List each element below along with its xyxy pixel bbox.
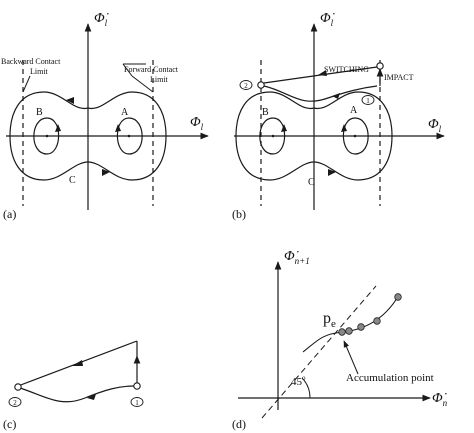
panel-a: Backward Contact Limit Forward Contact L… [1, 11, 209, 221]
panel-b-tag: (b) [232, 207, 246, 221]
panel-b-impact-label: IMPACT [384, 73, 414, 82]
panel-d-angle-label: 45o [291, 374, 306, 388]
panel-b-switching-label: SWITCHING [324, 65, 369, 74]
panel-a-forward-pointer-top [122, 63, 133, 77]
panel-a-label-c: C [69, 175, 76, 186]
panel-c-tag: (c) [3, 417, 16, 431]
panel-b-marker-1 [361, 95, 375, 105]
panel-c-trajectory [19, 385, 135, 403]
panel-b-marker-2-text: 2 [244, 82, 248, 90]
panel-d-point-accumulation [338, 328, 346, 336]
panel-c-trajectory-arrow [87, 394, 96, 400]
panel-a-forward-label-2: Limit [150, 75, 169, 84]
panel-d-pe-label: pe [323, 310, 336, 330]
panel-c-switch-point [14, 383, 22, 391]
panel-d-point-3 [357, 323, 365, 331]
panel-d-return-curve [302, 295, 399, 353]
panel-a-forward-pointer [131, 75, 154, 93]
panel-c-marker-2 [8, 397, 22, 407]
panel-b-switching-arrow [318, 70, 327, 76]
panel-c-marker-1-text: 1 [135, 399, 139, 407]
panel-c-marker-1 [130, 397, 144, 407]
panel-d-diagonal [261, 285, 377, 419]
panel-d-point-5 [394, 293, 402, 301]
panel-a-backward-pointer [22, 75, 31, 93]
panel-b-orbit-b-arrow [281, 124, 287, 132]
panel-a-outer-orbit [9, 91, 167, 181]
panel-b-label-c: C [308, 177, 315, 188]
panel-b-marker-1-text: 1 [366, 97, 370, 105]
panel-b-center-b [271, 134, 275, 138]
panel-b-orbit-a [342, 117, 369, 155]
panel-a-center-b [45, 134, 49, 138]
panel-d-x-axis-label: Φ̇n [432, 391, 448, 408]
panel-b-trajectory-arrow [332, 93, 340, 99]
panel-b-label-a: A [350, 105, 358, 116]
panel-a-outer-arrow-bottom [102, 169, 110, 176]
panel-a-tag: (a) [3, 207, 16, 221]
panel-c: 2 1 (c) [3, 340, 144, 431]
panel-d: Φ̇n+1 Φ̇n pe Accumulation point 45o (d) [232, 249, 448, 431]
panel-a-label-b: B [36, 107, 43, 118]
panel-d-accumulation-label: Accumulation point [346, 372, 434, 384]
panel-c-marker-2-text: 2 [13, 399, 17, 407]
panel-b-impact-point [376, 62, 384, 70]
panel-b-center-a [353, 134, 357, 138]
panel-b-orbit-a-arrow [341, 124, 347, 132]
panel-b-outer-orbit [235, 91, 393, 181]
panel-d-accumulation-pointer [343, 340, 359, 375]
panel-a-backward-label-2: Limit [30, 67, 49, 76]
panel-a-orbit-a [116, 117, 143, 155]
panel-b-switch-point [257, 81, 265, 89]
panel-b-label-b: B [262, 107, 269, 118]
panel-b-x-axis-label: Φl [428, 117, 442, 134]
panel-a-x-axis-label: Φl [190, 115, 204, 132]
panel-a-forward-label-1: Forward Contact [124, 65, 179, 74]
panel-a-y-axis-label: Φ̇l [94, 11, 109, 28]
panel-d-tag: (d) [232, 417, 246, 431]
panel-b-impact-trajectory [263, 85, 378, 102]
panel-b-outer-arrow-bottom [328, 169, 336, 176]
panel-c-impact-point [133, 382, 141, 390]
panel-a-orbit-b [33, 117, 60, 155]
panel-d-angle-arc [301, 377, 311, 399]
panel-a-label-a: A [121, 107, 129, 118]
panel-a-orbit-b-arrow [55, 124, 61, 132]
panel-b-marker-2 [239, 80, 253, 90]
panel-a-outer-arrow-top [66, 97, 74, 104]
panel-b: 2 1 SWITCHING IMPACT B A C Φ̇l Φl (b) [232, 11, 445, 221]
panel-a-center-a [127, 134, 131, 138]
panel-d-point-2 [345, 327, 353, 335]
panel-c-switching-arrow [72, 360, 83, 366]
panel-b-orbit-b [259, 117, 286, 155]
panel-a-orbit-a-arrow [115, 124, 121, 132]
panel-d-y-axis-label: Φ̇n+1 [284, 249, 310, 266]
panel-d-point-4 [373, 317, 381, 325]
panel-b-y-axis-label: Φ̇l [320, 11, 335, 28]
panel-a-backward-label-1: Backward Contact [1, 57, 61, 66]
